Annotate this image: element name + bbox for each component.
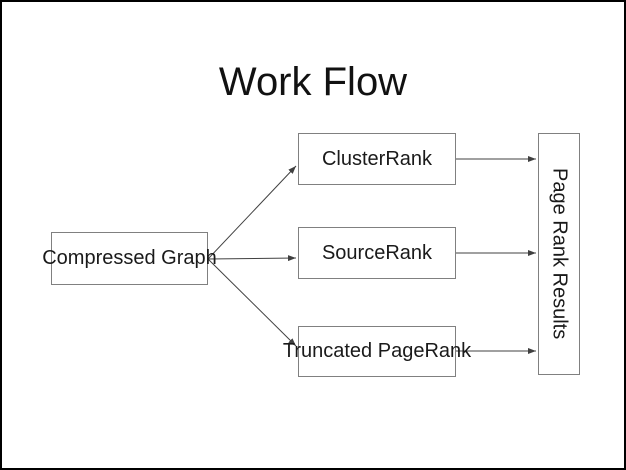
node-page-rank-results-label: Page Rank Results — [548, 168, 571, 340]
node-page-rank-results: Page Rank Results — [538, 133, 580, 375]
edge-compressed-to-truncated — [207, 258, 297, 347]
node-source-rank-label: SourceRank — [321, 241, 433, 264]
node-compressed-graph-label: Compressed Graph — [42, 247, 217, 269]
edge-compressed-to-source — [207, 255, 297, 262]
node-compressed-graph: Compressed Graph — [42, 232, 217, 285]
node-source-rank: SourceRank — [298, 227, 456, 279]
node-cluster-rank: ClusterRank — [298, 133, 456, 185]
edge-compressed-to-cluster — [207, 165, 297, 260]
node-cluster-rank-label: ClusterRank — [321, 147, 433, 170]
node-truncated-pagerank: Truncated PageRank — [283, 326, 471, 377]
page-title: Work Flow — [218, 60, 408, 104]
node-truncated-pagerank-label: Truncated PageRank — [282, 340, 472, 362]
